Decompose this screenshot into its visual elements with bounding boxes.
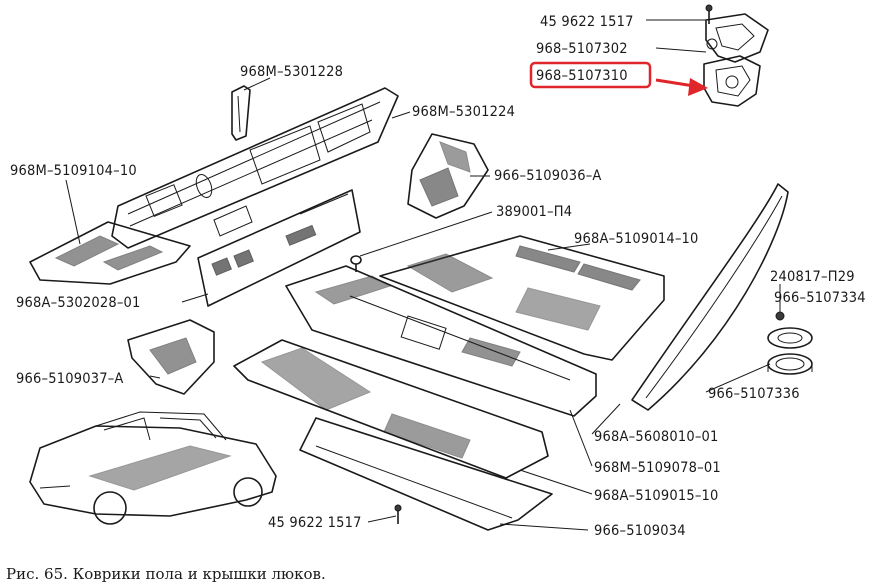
label-389001: 389001–П4 [496, 204, 572, 220]
leader-lines [65, 19, 781, 531]
label-5107310: 968–5107310 [536, 68, 628, 84]
hatch-cover-part-310 [703, 55, 761, 107]
side-mat-5109036 [407, 133, 489, 219]
label-5107302: 968–5107302 [536, 41, 628, 57]
label-5109037: 966–5109037–А [16, 371, 124, 387]
label-5109078: 968М–5109078–01 [594, 460, 721, 476]
label-5301224: 968М–5301224 [412, 104, 515, 120]
label-5107334: 966–5107334 [774, 290, 866, 306]
label-5109034: 966–5109034 [594, 523, 686, 539]
label-5301228: 968М–5301228 [240, 64, 343, 80]
grommet-5107334 [767, 311, 813, 349]
label-screw-top: 45 9622 1517 [540, 14, 634, 30]
highlight-box [529, 61, 652, 89]
label-screw-bottom: 45 9622 1517 [268, 515, 362, 531]
label-5109015: 968А–5109015–10 [594, 488, 719, 504]
screw-top [705, 4, 713, 24]
label-240817: 240817–П29 [770, 269, 855, 285]
panel-5302028 [197, 189, 361, 307]
figure-caption: Рис. 65. Коврики пола и крышки люков. [6, 565, 326, 583]
floor-mat-5109014 [379, 235, 665, 361]
car-illustration [29, 411, 277, 525]
floor-mat-5109104 [29, 221, 191, 285]
highlight-arrow [655, 78, 695, 88]
label-5109104: 968М–5109104–10 [10, 163, 137, 179]
highlight-annotation [529, 61, 708, 96]
side-panel-5608010 [631, 183, 789, 411]
highlight-arrow-head [688, 78, 708, 96]
label-5107336: 966–5107336 [708, 386, 800, 402]
screw-bottom [394, 504, 402, 524]
bracket-5301228 [231, 85, 251, 141]
grommet-5107336 [767, 353, 813, 375]
hatch-cover-part-302 [705, 13, 769, 63]
label-5109014: 968А–5109014–10 [574, 231, 699, 247]
part-labels: 45 9622 1517 968–5107302 968–5107310 968… [10, 14, 866, 539]
floor-panel-5109078 [285, 265, 597, 417]
floor-mat-5109034 [299, 417, 553, 531]
side-mat-5109037 [127, 319, 215, 395]
floor-mat-5109015 [233, 339, 549, 479]
label-5302028: 968А–5302028–01 [16, 295, 141, 311]
shelf-panel-5301224 [111, 87, 399, 249]
label-5109036: 966–5109036–А [494, 168, 602, 184]
label-5608010: 968А–5608010–01 [594, 429, 719, 445]
